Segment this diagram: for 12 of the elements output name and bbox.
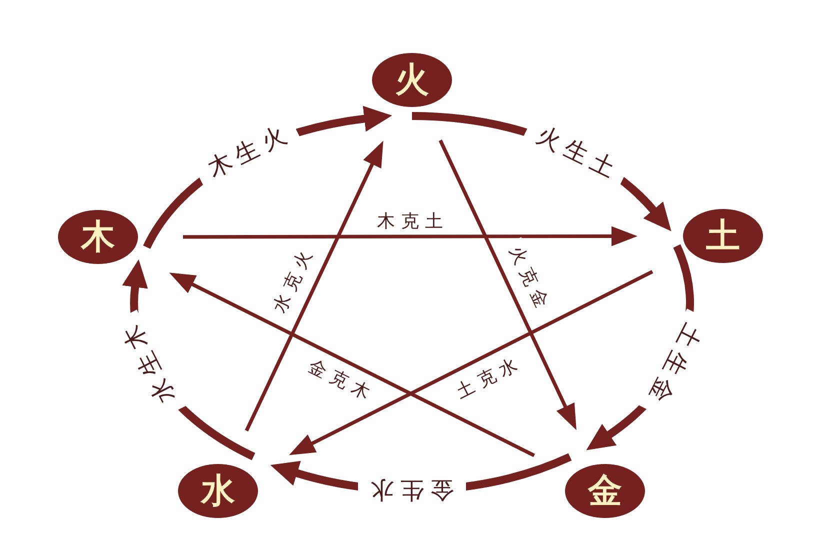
element-label: 水	[201, 474, 235, 508]
arrow	[183, 226, 638, 246]
element-label: 火	[395, 63, 429, 97]
element-label: 金	[588, 474, 622, 508]
arrow	[289, 270, 654, 456]
element-ellipse	[683, 209, 763, 263]
edge-label: 金生水	[358, 476, 466, 504]
arrow	[438, 140, 576, 430]
element-label: 土	[706, 219, 740, 253]
arrow	[244, 140, 384, 432]
element-label: 木	[81, 220, 115, 254]
arrow	[169, 272, 535, 458]
